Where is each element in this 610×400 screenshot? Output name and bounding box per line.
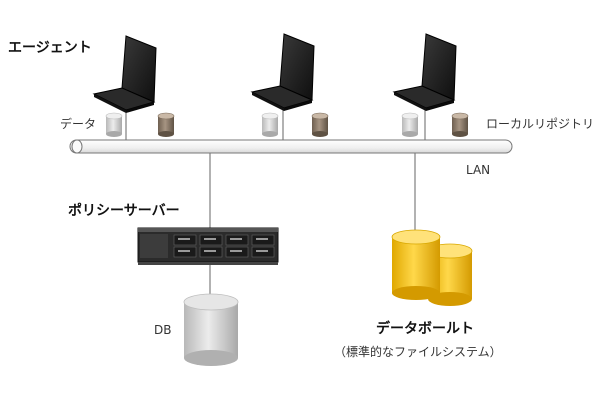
local-repository-cylinder-icon — [451, 112, 469, 137]
data-label: データ — [60, 117, 97, 131]
data-vault-note: （標準的なファイルシステム） — [334, 345, 502, 359]
local-repository-label: ローカルリポジトリ — [486, 117, 595, 131]
laptop-icon — [92, 35, 157, 113]
data-vault-icon — [391, 229, 473, 306]
laptop-icon — [250, 33, 315, 111]
laptop-icon — [392, 33, 457, 111]
lan-label: LAN — [466, 163, 491, 177]
data-cylinder-icon — [261, 112, 279, 137]
agent-label: エージェント — [8, 40, 92, 56]
data-vault-label: データボールト — [376, 321, 474, 337]
rack-server-icon — [137, 227, 279, 265]
database-icon — [183, 293, 239, 366]
local-repository-cylinder-icon — [311, 112, 329, 137]
db-label: DB — [154, 323, 172, 337]
local-repository-cylinder-icon — [157, 112, 175, 137]
data-cylinder-icon — [401, 112, 419, 137]
policy-server-label: ポリシーサーバー — [68, 203, 180, 219]
lan-bus — [69, 139, 513, 154]
data-cylinder-icon — [105, 112, 123, 137]
